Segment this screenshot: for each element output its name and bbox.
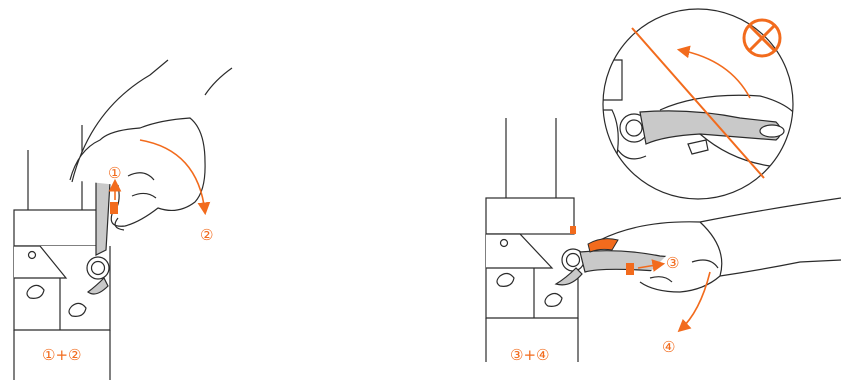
hand-right — [600, 198, 841, 292]
label-step-1: ① — [108, 164, 121, 182]
label-step-2: ② — [200, 226, 213, 244]
caption-right: ③+④ — [510, 346, 549, 364]
hand-left — [70, 60, 205, 226]
left-panel — [14, 60, 232, 380]
label-step-3: ③ — [666, 254, 679, 272]
caption-left: ①+② — [42, 346, 81, 364]
orange-latch-right — [588, 239, 618, 252]
label-step-4: ④ — [662, 338, 675, 356]
